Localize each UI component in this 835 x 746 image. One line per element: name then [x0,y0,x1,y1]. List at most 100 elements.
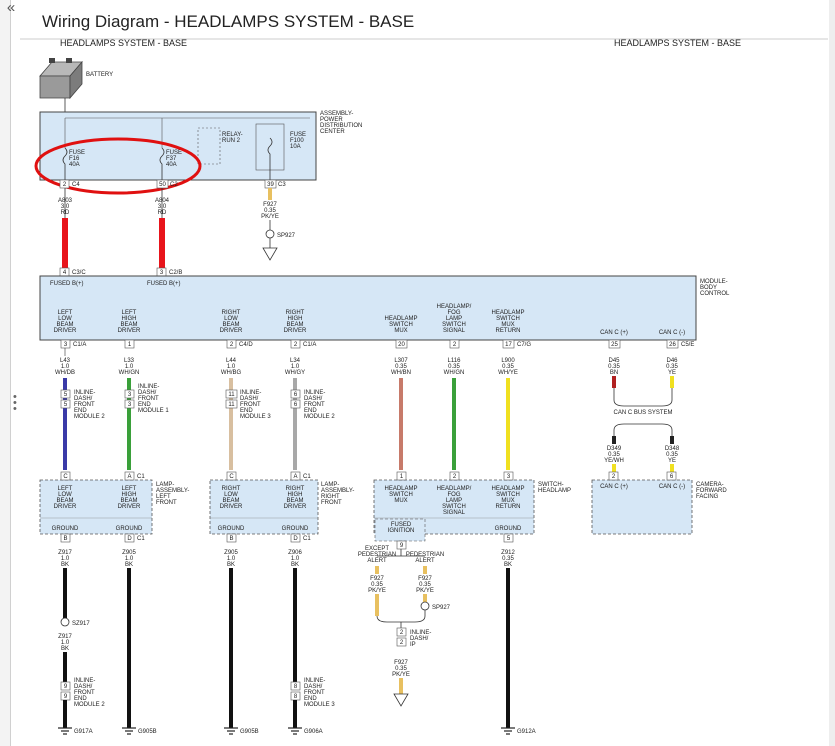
ic-rl-5: MODULE 3 [240,414,271,420]
sw-c2-4: RETURN [496,504,521,510]
sw-fused-2: IGNITION [388,528,415,534]
sw-pin-ground [503,533,514,543]
f927c-1: F927 [394,660,408,666]
bp6-c: C7/G [517,342,531,348]
f927c-2: 0.35 [395,666,407,672]
bw-z906-1: Z906 [288,550,302,556]
bp8-n: 26 [669,342,676,348]
bp5 [449,339,460,349]
rl-pin-a-c: C1 [303,474,311,480]
mw4-2: 0.35 [395,364,407,370]
fuse-f100-line1: FUSE [290,132,306,138]
mw3-1: L34 [290,358,301,364]
ground-icon [288,727,302,735]
ic-rh-b [290,399,301,409]
bcm-pin-a-conn: C3/C [72,270,86,276]
wire-a803-1: A803 [58,198,73,204]
body-control-module [39,275,697,341]
sw-pin1-n: 1 [400,474,404,480]
wire-a804-red [159,218,165,268]
ic-rl-2: DASH/ [240,396,259,402]
wire-a804-2: 3.0 [158,204,167,210]
ic-ip-pin2: 2 [400,640,404,646]
d2-4: DRIVER [220,328,243,334]
bp6 [502,339,515,349]
ll-pin-a [124,471,135,481]
ll-pin-c-n: C [63,474,68,480]
bp1 [124,339,135,349]
d5-4: SWITCH [442,322,466,328]
wire-f927-3: PK/YE [261,214,279,220]
pdc-pin-f37-conn: C2 [170,182,178,188]
d349-1: D349 [607,446,622,452]
rl-pin-a [290,471,301,481]
drag-handle-icon[interactable]: ••• [13,391,17,415]
rl-pin-c-n: C [229,474,234,480]
ic-br-pin2: 8 [294,694,298,700]
mw6-1: L900 [501,358,515,364]
ll-lbl-2: ASSEMBLY- [156,488,189,494]
ic-rh-pin2: 6 [294,402,298,408]
bw-z905r-2: 1.0 [227,556,236,562]
ic-br-a [290,681,301,691]
d1-4: DRIVER [118,328,141,334]
sw-pin2 [449,471,460,481]
double-chevron-left-icon[interactable]: « [6,0,16,16]
d1-2: HIGH [122,316,137,322]
d0-2: LOW [58,316,72,322]
ic-br-pin: 8 [294,684,298,690]
fuse-f16-line2: F16 [69,156,80,162]
wire-f927-1: F927 [263,202,277,208]
bp2 [226,339,237,349]
wire-l33-green [127,378,131,470]
bp4 [395,339,408,349]
mw6-3: WH/YE [498,370,518,376]
d6-1: HEADLAMP [491,310,524,316]
bcm-label-3: CONTROL [700,291,730,297]
wire-a804-1: A804 [155,198,170,204]
relay-line1: RELAY- [222,132,243,138]
wire-f927-stub [268,188,272,200]
pdc-pin-f16-num: 2 [63,182,67,188]
pdc-pin-f16-conn: C4 [72,182,80,188]
bcm-can-minus: CAN C (-) [659,330,685,336]
fuse-f16-line3: 40A [69,162,80,168]
cam-pin2 [608,471,619,481]
except-ped-2: PEDESTRIAN [358,552,396,558]
sw-c2-1: HEADLAMP [491,486,524,492]
mw2-1: L44 [226,358,237,364]
rl-lbl-4: FRONT [321,500,342,506]
sw-c1-2: FOG [448,492,461,498]
rl-g0: GROUND [218,526,245,532]
f927a-3: PK/YE [368,588,386,594]
ic-lh-1: INLINE- [138,384,159,390]
bp6-n: 17 [505,342,512,348]
sw-c1-4: SWITCH [442,504,466,510]
pdc-label-1: ASSEMBLY- [320,111,353,117]
ll-d1-2: HIGH [122,492,137,498]
sw-pin-fused-n: 9 [400,543,404,549]
ic-lh-pin2: 3 [128,402,132,408]
wire-a803-2: 3.0 [61,204,70,210]
mw8-2: 0.35 [666,364,678,370]
d5-3: LAMP [446,316,462,322]
ll-d1-3: BEAM [120,498,137,504]
splice-icon [265,229,275,239]
fused-ignition-branch: EXCEPT PEDESTRIAN ALERT PEDESTRIAN ALERT… [358,546,451,707]
mw2-3: WH/BG [221,370,242,376]
ic-lh-3: FRONT [138,396,159,402]
fuse-f37-line3: 40A [166,162,177,168]
d0-1: LEFT [58,310,73,316]
scrollbar[interactable] [829,0,835,746]
d349-3: YE/WH [604,458,624,464]
d4-1: HEADLAMP [384,316,417,322]
splice-sp927-icon [420,601,430,611]
bw-z905r-1: Z905 [224,550,238,556]
g2: G905B [240,729,259,735]
bw-z906-2: 1.0 [291,556,300,562]
d0-4: DRIVER [54,328,77,334]
bw-z905l-3: BK [125,562,133,568]
rl-pin-d [290,533,301,543]
battery-label: BATTERY [86,72,113,78]
bp0-c: C1/A [73,342,86,348]
